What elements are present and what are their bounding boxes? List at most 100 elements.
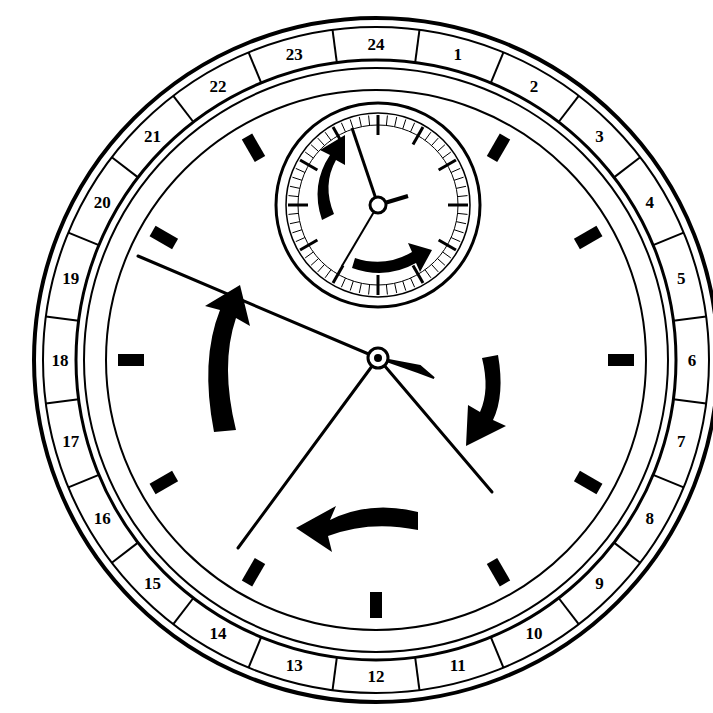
rotation-arrows [205,285,506,552]
sub-dial-tick [432,138,439,145]
bezel-divider [46,399,79,403]
bezel-divider [68,475,98,488]
hour-marker [574,226,603,249]
sub-dial-tick [403,281,406,291]
sub-dial-tick [300,240,317,250]
hands [138,256,492,548]
bezel-hour-number: 18 [52,352,69,369]
sub-dial-tick [395,283,397,293]
hour-marker [574,471,603,494]
bezel-divider [249,637,262,667]
bezel-hour-number: 5 [677,270,686,287]
hour-marker [608,354,634,366]
sub-dial-tick [288,196,298,197]
sub-dial-tick [451,238,460,242]
sub-dial-tick [341,278,345,287]
sub-dial-tick [369,115,370,125]
bezel-divider [333,30,337,63]
bezel-hour-number: 12 [368,668,385,685]
dial-edge [106,90,646,630]
bezel-hour-number: 23 [286,46,303,63]
hour-marker [150,226,179,249]
sub-dial-tick [300,160,317,170]
bezel-divider [673,399,706,403]
bezel-divider [559,96,579,122]
sub-dial-tick [288,213,298,214]
sub-dial-tick [318,264,325,271]
sub-dial-tick [311,145,318,152]
chapter-ring [84,68,668,652]
bezel-hour-number: 9 [595,575,604,592]
sub-dial-tick [296,168,305,172]
sub-dial-tick [377,115,380,135]
sub-dial-tick [311,259,318,266]
sub-dial-tick [341,123,345,132]
sub-dial-tick [425,132,431,140]
hour-marker [242,134,265,163]
bezel-hour-number: 2 [530,78,539,95]
case-outer [34,18,713,702]
hour-marker [150,471,179,494]
bezel-divider [112,157,138,177]
sub-dial-tick [411,123,415,132]
sub-dial-tick [292,230,302,233]
sub-dial-tick [296,238,305,242]
sub-dial-tick [325,270,331,278]
sub-dial-tick [451,168,460,172]
sub-dial-tick [443,152,451,158]
sub-dial-tick [448,204,468,207]
hour-marker [118,354,144,366]
bezel-divider [249,52,262,82]
sub-dial-tick [288,204,308,207]
sub-dial-tick [318,138,325,145]
bezel-hour-number: 14 [210,625,227,642]
sub-dial-tick [432,264,439,271]
bezel-hour-number: 21 [144,128,161,145]
bezel-outer [43,27,709,693]
bezel-hour-number: 8 [645,510,654,527]
bezel-divider [173,96,193,122]
bezel-hour-number: 20 [94,194,111,211]
sub-dial-tick [437,145,444,152]
bezel-hour-number: 17 [62,433,79,450]
sub-dial-tick [439,240,456,250]
bezel-hour-number: 16 [94,510,111,527]
bezel-hour-number: 7 [677,433,686,450]
sub-dial-tick [350,281,353,291]
sub-dial-tick [454,177,464,180]
bezel-hour-number: 11 [450,657,466,674]
bezel-divider [68,233,98,246]
sub-dial-tick [439,160,456,170]
bezel-divider [653,233,683,246]
bezel-hour-number: 10 [526,625,543,642]
bezel-hour-number: 6 [688,352,697,369]
bezel-hour-number: 3 [595,128,604,145]
sub-dial-tick [350,119,353,129]
bezel-divider [415,657,419,690]
sub-dial-tick [333,266,343,283]
bezel-hour-number: 13 [286,657,303,674]
sub-dial-tick [425,270,431,278]
sub-dial-tick [386,285,387,295]
sub-dial-tick [395,117,397,127]
bezel-divider [491,52,504,82]
sub-dial-tick [413,127,423,144]
sub-dial-tick [377,275,380,295]
sub-dial-tick [325,132,331,140]
bezel-divider [673,317,706,321]
bezel-divider [653,475,683,488]
sub-dial-tick [437,259,444,266]
bezel-divider [173,598,193,624]
bezel-divider [415,30,419,63]
bezel-divider [333,657,337,690]
bezel-hour-number: 1 [454,46,463,63]
sub-dial-tick [290,222,300,224]
sub-dial-tick [369,285,370,295]
hour-marker [487,134,510,163]
bezel-divider [614,157,640,177]
bezel-hour-number: 22 [210,78,227,95]
sub-dial-tick [456,186,466,188]
bezel-hour-number: 19 [62,270,79,287]
sub-dial-tick [411,278,415,287]
sub-dial-tick [292,177,302,180]
